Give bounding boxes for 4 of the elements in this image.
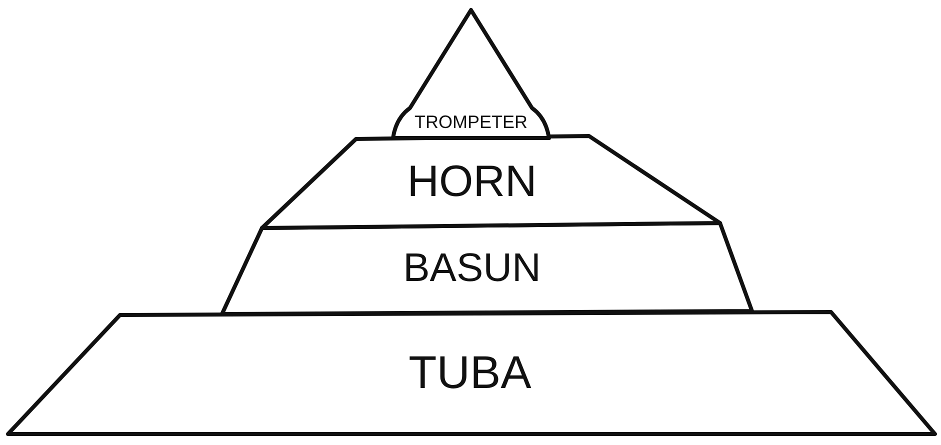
- tier-label: HORN: [407, 160, 537, 204]
- tier-label: BASUN: [403, 248, 541, 288]
- tier-label: TUBA: [408, 349, 532, 395]
- tier-label: TROMPETER: [414, 113, 528, 131]
